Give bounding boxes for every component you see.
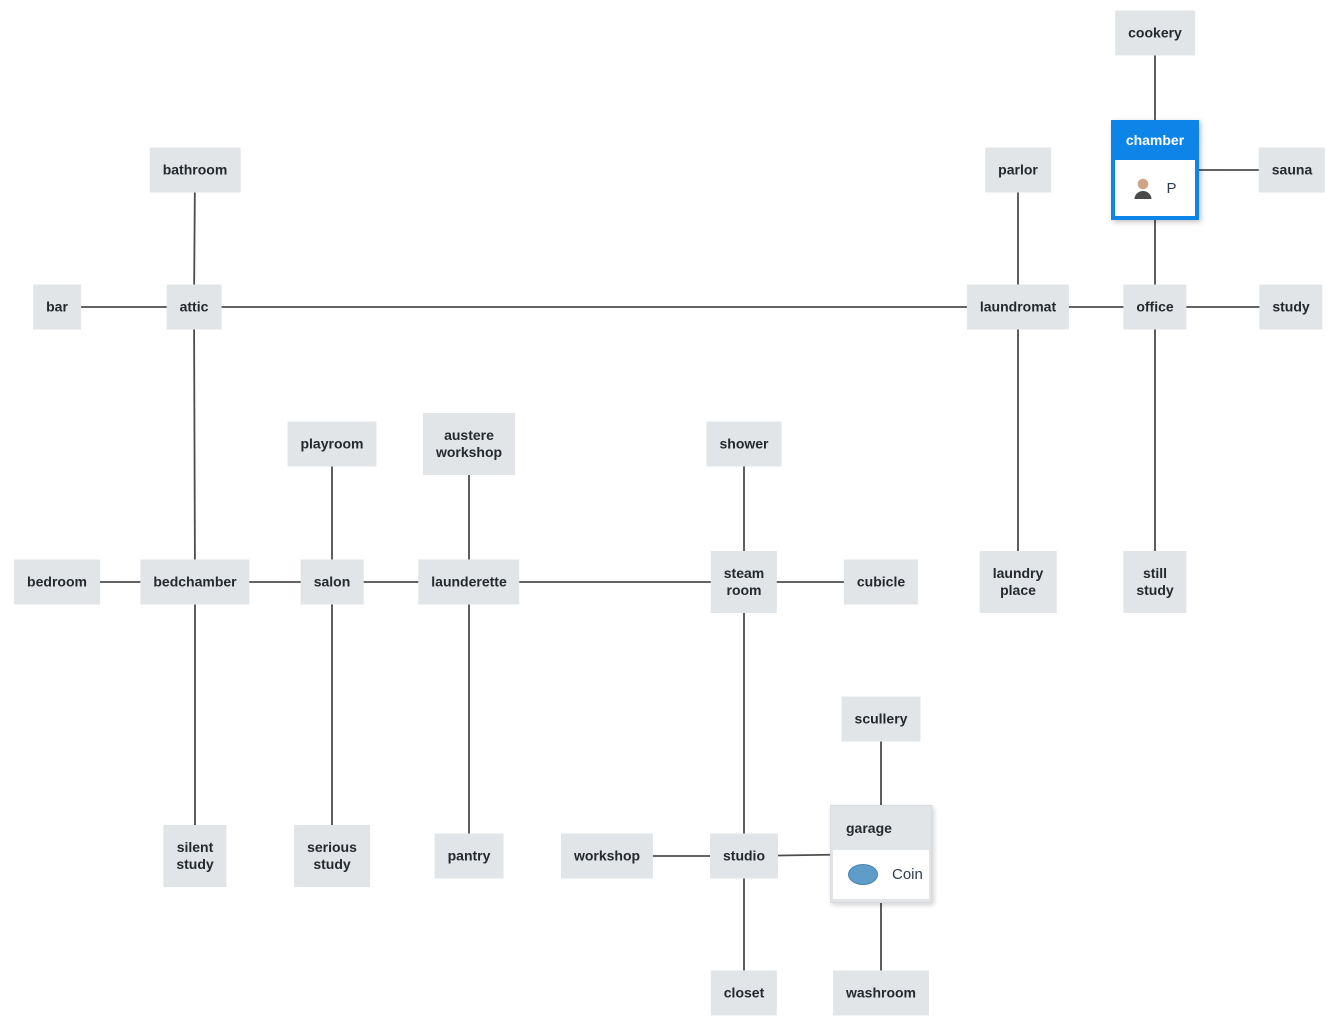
item-panel: Coin [833,850,929,899]
node-label: study [1272,298,1310,315]
node-study[interactable]: study [1259,284,1323,330]
node-label: serious study [307,839,357,872]
node-label: pantry [447,847,491,864]
node-cookery[interactable]: cookery [1115,10,1195,56]
node-label: sauna [1271,161,1313,178]
node-attic[interactable]: attic [166,284,222,330]
node-closet[interactable]: closet [710,970,778,1016]
node-salon[interactable]: salon [300,559,364,605]
node-label: still study [1136,565,1174,598]
node-scullery[interactable]: scullery [841,696,921,742]
node-bar[interactable]: bar [33,284,81,330]
node-still_study[interactable]: still study [1123,551,1187,613]
node-label: playroom [300,435,364,452]
node-label: chamber [1125,131,1185,148]
node-label: austere workshop [435,427,503,460]
occupant-panel: P [1115,160,1195,216]
node-label: attic [179,298,209,315]
item-label: Coin [892,866,923,883]
node-label: salon [313,573,351,590]
node-label: parlor [998,161,1038,178]
node-label: office [1136,298,1174,315]
node-label: laundromat [979,298,1057,315]
node-steam_room[interactable]: steam room [710,551,778,613]
node-label: steam room [723,565,765,598]
node-label: garage [846,819,892,836]
node-label: silent study [176,839,214,872]
coin-icon [848,864,878,885]
node-label: shower [719,435,769,452]
edge-bathroom-attic [193,169,196,308]
node-label: bathroom [162,161,228,178]
node-laundry_place[interactable]: laundry place [979,551,1057,613]
node-label: closet [723,984,765,1001]
node-label: scullery [854,710,908,727]
node-office[interactable]: office [1123,284,1187,330]
node-label: washroom [845,984,917,1001]
node-shower[interactable]: shower [706,421,782,467]
node-sauna[interactable]: sauna [1258,147,1326,193]
node-label: launderette [431,573,507,590]
node-austere_workshop[interactable]: austere workshop [422,413,516,475]
node-pantry[interactable]: pantry [434,833,504,879]
node-playroom[interactable]: playroom [287,421,377,467]
node-label: studio [723,847,765,864]
node-bedroom[interactable]: bedroom [14,559,100,605]
node-label: cookery [1128,24,1182,41]
person-icon [1134,178,1152,199]
node-studio[interactable]: studio [710,833,778,879]
node-bathroom[interactable]: bathroom [149,147,241,193]
node-label: laundry place [992,565,1044,598]
node-label: bar [46,298,68,315]
node-washroom[interactable]: washroom [832,970,930,1016]
edge-attic-bedchamber [193,306,196,583]
node-label: workshop [573,847,641,864]
node-serious_study[interactable]: serious study [294,825,370,887]
occupant-label: P [1166,179,1177,197]
node-bedchamber[interactable]: bedchamber [140,559,250,605]
node-label: bedroom [27,573,87,590]
node-laundromat[interactable]: laundromat [966,284,1070,330]
node-label: cubicle [856,573,906,590]
node-cubicle[interactable]: cubicle [843,559,919,605]
node-label: bedchamber [153,573,237,590]
node-silent_study[interactable]: silent study [163,825,227,887]
node-parlor[interactable]: parlor [985,147,1051,193]
node-launderette[interactable]: launderette [418,559,520,605]
node-workshop[interactable]: workshop [560,833,654,879]
